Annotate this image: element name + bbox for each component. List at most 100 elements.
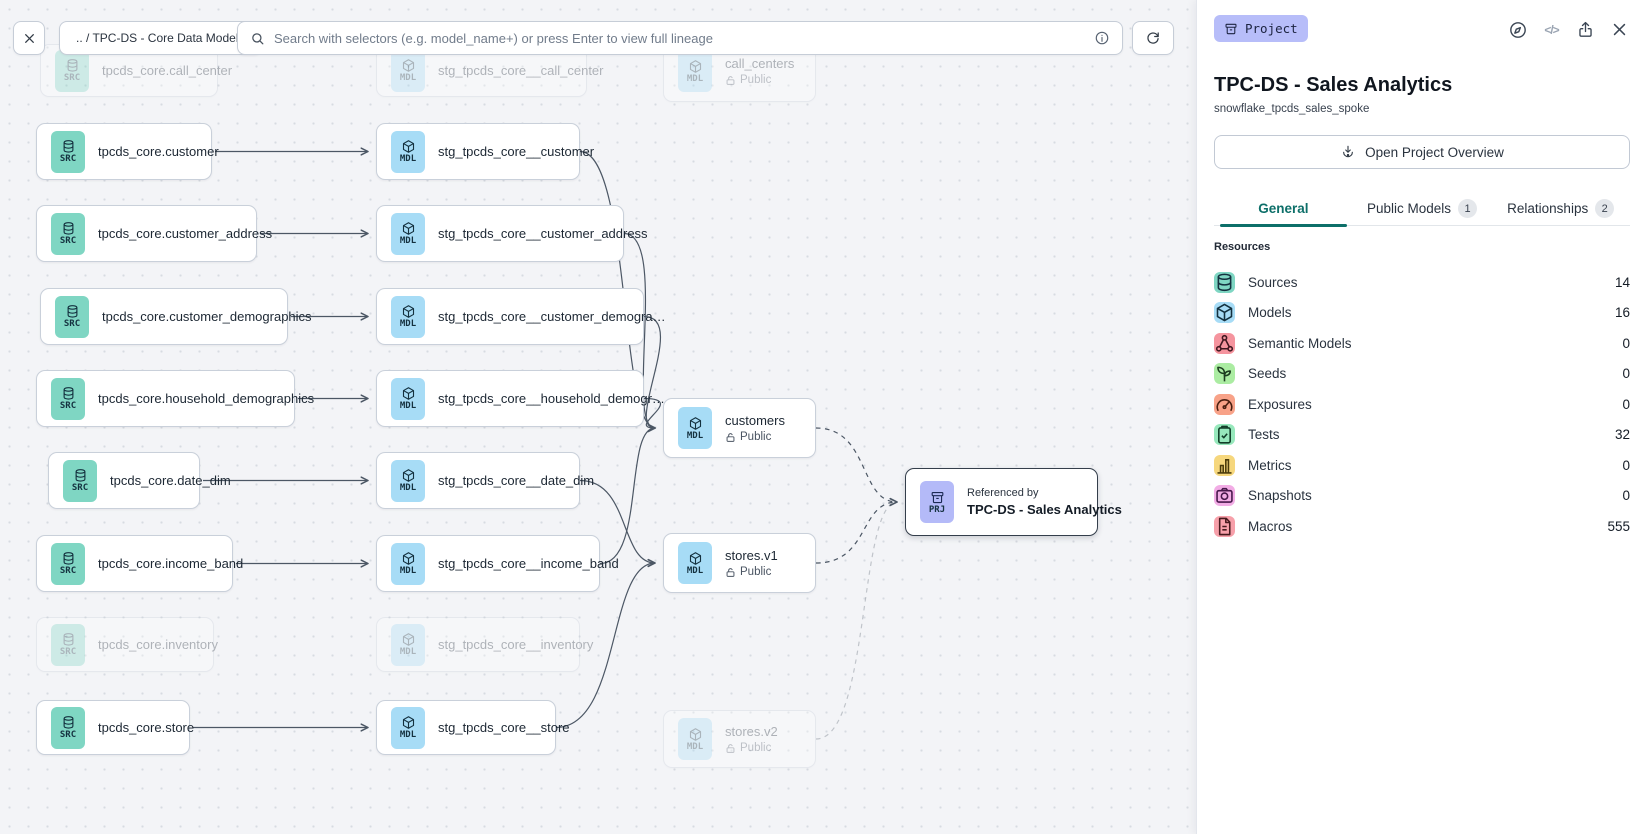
cube-icon [688,416,703,431]
node-type-label: MDL [687,743,703,752]
resource-count: 555 [1607,519,1630,534]
share-icon[interactable] [1575,19,1596,40]
page-title: TPC-DS - Sales Analytics [1214,74,1630,97]
search-icon [250,31,265,46]
node-label: stg_tpcds_core__customer_demogra… [438,309,666,324]
info-icon[interactable] [1094,30,1110,46]
node-type-label: MDL [400,320,416,329]
code-icon[interactable]: </> [1541,19,1562,40]
node-label: tpcds_core.inventory [98,637,218,652]
resource-row-snapshots[interactable]: Snapshots0 [1214,481,1630,512]
resource-count: 32 [1615,427,1630,442]
node-type-label: SRC [60,155,76,164]
tab-relationships[interactable]: Relationships2 [1491,192,1630,225]
node-type-label: MDL [400,731,416,740]
node-type-label: MDL [687,75,703,84]
resource-row-seeds[interactable]: Seeds0 [1214,359,1630,390]
node-visibility: Public [725,742,778,754]
lineage-node-mdl_income_band[interactable]: MDLstg_tpcds_core__income_band [376,535,600,592]
breadcrumb-label: .. / TPC-DS - Core Data Models [76,31,245,45]
node-type-label: MDL [400,155,416,164]
resource-row-sources[interactable]: Sources14 [1214,267,1630,298]
node-type-label: PRJ [929,506,945,515]
node-type-chip: MDL [678,542,712,584]
node-type-label: SRC [60,402,76,411]
node-label: tpcds_core.store [98,720,194,735]
database-icon [65,304,80,319]
node-visibility: Public [725,566,778,578]
lock-open-icon [725,567,736,578]
lineage-node-mdl_store[interactable]: MDLstg_tpcds_core__store [376,700,556,755]
cube-icon [401,221,416,236]
explore-compass-icon[interactable] [1507,19,1528,40]
lineage-node-src_date_dim[interactable]: SRCtpcds_core.date_dim [48,452,200,509]
lineage-node-prj[interactable]: PRJReferenced byTPC-DS - Sales Analytics [905,468,1098,536]
semantic-icon [1214,333,1235,354]
cube-icon [401,632,416,647]
lineage-node-pub_customers[interactable]: MDLcustomersPublic [663,398,816,458]
node-type-chip: SRC [51,543,85,585]
lineage-node-src_customer_address[interactable]: SRCtpcds_core.customer_address [36,205,257,262]
tab-label: Relationships [1507,201,1588,216]
tab-general[interactable]: General [1214,192,1353,225]
node-type-label: MDL [400,648,416,657]
lineage-node-src_household_demographics[interactable]: SRCtpcds_core.household_demographics [36,370,295,427]
refresh-lineage-button[interactable] [1132,21,1174,55]
breadcrumb[interactable]: .. / TPC-DS - Core Data Models [59,21,262,55]
node-type-label: SRC [64,74,80,83]
lineage-node-src_income_band[interactable]: SRCtpcds_core.income_band [36,535,233,592]
close-lineage-button[interactable] [13,21,45,55]
node-label: stg_tpcds_core__store [438,720,570,735]
node-type-label: MDL [400,74,416,83]
open-project-overview-label: Open Project Overview [1365,145,1504,160]
lineage-node-src_store[interactable]: SRCtpcds_core.store [36,700,190,755]
lineage-node-src_customer[interactable]: SRCtpcds_core.customer [36,123,212,180]
open-project-overview-button[interactable]: Open Project Overview [1214,135,1630,169]
node-label: TPC-DS - Sales Analytics [967,502,1122,517]
tab-count-badge: 1 [1458,199,1477,218]
resource-count: 0 [1622,488,1630,503]
lineage-node-pub_stores_v1[interactable]: MDL stores.v1Public [663,533,816,593]
lock-open-icon [725,432,736,443]
lineage-node-mdl_inventory[interactable]: MDLstg_tpcds_core__inventory [376,617,580,672]
gauge-icon [1214,394,1235,415]
search-bar[interactable] [237,21,1123,55]
refresh-icon [1145,30,1161,46]
node-label: tpcds_core.date_dim [110,473,231,488]
close-panel-icon[interactable] [1609,19,1630,40]
node-type-chip: PRJ [920,481,954,523]
resource-row-tests[interactable]: Tests32 [1214,420,1630,451]
lineage-node-mdl_customer_demographics[interactable]: MDLstg_tpcds_core__customer_demogra… [376,288,644,345]
lineage-node-mdl_household_demographics[interactable]: MDLstg_tpcds_core__household_demogr… [376,370,644,427]
node-label: stg_tpcds_core__date_dim [438,473,594,488]
lineage-node-pub_stores_v2[interactable]: MDLstores.v2Public [663,710,816,768]
lock-open-icon [725,75,736,86]
lineage-node-mdl_date_dim[interactable]: MDLstg_tpcds_core__date_dim [376,452,580,509]
node-referenced-by: Referenced by [967,487,1122,499]
resource-row-macros[interactable]: Macros555 [1214,511,1630,542]
database-icon [61,551,76,566]
lineage-node-mdl_customer[interactable]: MDLstg_tpcds_core__customer [376,123,580,180]
node-type-chip: MDL [391,460,425,502]
node-label: stg_tpcds_core__customer_address [438,226,648,241]
resource-row-models[interactable]: Models16 [1214,298,1630,329]
database-icon [61,221,76,236]
node-type-label: SRC [60,731,76,740]
lineage-node-src_inventory[interactable]: SRCtpcds_core.inventory [36,617,214,672]
cube-icon [401,551,416,566]
resource-count: 0 [1622,366,1630,381]
resource-row-exposures[interactable]: Exposures0 [1214,389,1630,420]
node-type-chip: MDL [391,543,425,585]
resource-row-metrics[interactable]: Metrics0 [1214,450,1630,481]
database-icon [65,58,80,73]
node-type-chip: MDL [678,50,712,92]
lineage-node-mdl_customer_address[interactable]: MDLstg_tpcds_core__customer_address [376,205,624,262]
cube-icon [401,468,416,483]
resource-row-semantic-models[interactable]: Semantic Models0 [1214,328,1630,359]
tab-public-models[interactable]: Public Models1 [1353,192,1492,225]
lineage-node-src_customer_demographics[interactable]: SRCtpcds_core.customer_demographics [40,288,288,345]
lineage-canvas[interactable]: SRCtpcds_core.call_centerMDLstg_tpcds_co… [0,0,1196,834]
search-input[interactable] [274,31,1085,46]
camera-icon [1214,485,1235,506]
node-label: stores.v1 [725,548,778,563]
